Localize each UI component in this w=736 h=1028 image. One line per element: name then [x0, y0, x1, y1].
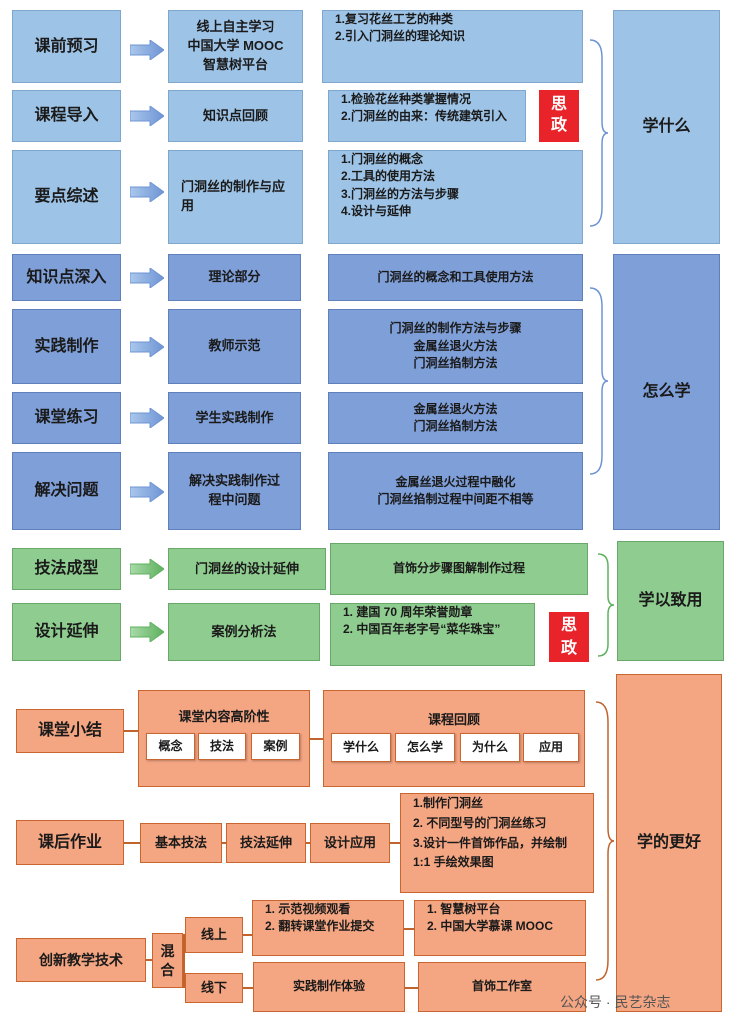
content-deepen: 门洞丝的概念和工具使用方法	[328, 254, 583, 301]
step-intro: 课程导入	[12, 90, 121, 142]
connector-line	[124, 730, 138, 732]
review-item: 怎么学	[395, 733, 455, 762]
arrow-right-icon	[130, 268, 164, 288]
arrow-right-icon	[130, 337, 164, 357]
step-deepen: 知识点深入	[12, 254, 121, 301]
offline-label: 线下	[185, 973, 243, 1003]
content-solve: 金属丝退火过程中融化 门洞丝掐制过程中间距不相等	[328, 452, 583, 530]
homework-content: 1.制作门洞丝 2. 不同型号的门洞丝练习 3.设计一件首饰作品，并绘制 1:1…	[400, 793, 594, 893]
offline-place: 首饰工作室	[418, 962, 586, 1012]
step-overview: 要点综述	[12, 150, 121, 244]
section-label-how: 怎么学	[613, 254, 720, 530]
method-extension: 案例分析法	[168, 603, 320, 661]
online-content: 1. 示范视频观看 2. 翻转课堂作业提交	[252, 900, 404, 956]
method-preview: 线上自主学习 中国大学 MOOC 智慧树平台	[168, 10, 303, 83]
summary-group-title: 课堂内容高阶性	[178, 709, 270, 724]
content-practice: 门洞丝的制作方法与步骤 金属丝退火方法 门洞丝掐制方法	[328, 309, 583, 384]
step-exercise: 课堂练习	[12, 392, 121, 444]
arrow-right-icon	[130, 106, 164, 126]
section-label-apply: 学以致用	[617, 541, 724, 661]
content-extension: 1. 建国 70 周年荣誉勋章 2. 中国百年老字号“菜华珠宝”	[330, 603, 535, 666]
summary-item: 技法	[198, 733, 246, 760]
bracket-icon	[597, 553, 615, 657]
connector-line	[310, 738, 323, 740]
connector-line	[390, 842, 400, 844]
review-item: 应用	[523, 733, 579, 762]
bracket-icon	[589, 287, 609, 475]
connector-line	[243, 987, 253, 989]
online-label: 线上	[185, 917, 243, 953]
arrow-right-icon	[130, 40, 164, 60]
connector-line	[243, 934, 252, 936]
step-extension: 设计延伸	[12, 603, 121, 661]
connector-line	[222, 842, 226, 844]
step-summary: 课堂小结	[16, 709, 124, 753]
step-practice: 实践制作	[12, 309, 121, 384]
content-intro: 1.检验花丝种类掌握情况 2.门洞丝的由来：传统建筑引入	[328, 90, 526, 142]
connector-line	[405, 987, 418, 989]
summary-item: 案例	[251, 733, 300, 760]
method-exercise: 学生实践制作	[168, 392, 301, 444]
connector-line	[306, 842, 310, 844]
review-title: 课程回顾	[427, 712, 480, 727]
homework-item: 基本技法	[140, 823, 222, 863]
method-overview: 门洞丝的制作与应 用	[168, 150, 303, 244]
arrow-right-icon	[130, 482, 164, 502]
mix-label: 混合	[152, 933, 183, 988]
arrow-right-icon	[130, 559, 164, 579]
review-item: 为什么	[460, 733, 520, 762]
method-practice: 教师示范	[168, 309, 301, 384]
content-technique: 首饰分步骤图解制作过程	[330, 543, 588, 595]
ideology-badge: 思政	[539, 90, 579, 142]
watermark: 公众号 · 民艺杂志	[560, 994, 671, 1010]
method-solve: 解决实践制作过 程中问题	[168, 452, 301, 530]
review-item: 学什么	[331, 733, 391, 762]
bracket-icon	[595, 701, 615, 981]
summary-item: 概念	[146, 733, 195, 760]
arrow-right-icon	[130, 408, 164, 428]
content-preview: 1.复习花丝工艺的种类 2.引入门洞丝的理论知识	[322, 10, 583, 83]
ideology-badge: 思政	[549, 612, 589, 662]
homework-item: 技法延伸	[226, 823, 306, 863]
connector-line	[183, 934, 185, 988]
section-label-better: 学的更好	[616, 674, 722, 1012]
method-technique: 门洞丝的设计延伸	[168, 548, 326, 590]
step-preview: 课前预习	[12, 10, 121, 83]
step-homework: 课后作业	[16, 820, 124, 865]
online-platforms: 1. 智慧树平台 2. 中国大学慕课 MOOC	[414, 900, 586, 956]
arrow-right-icon	[130, 622, 164, 642]
connector-line	[404, 928, 414, 930]
offline-content: 实践制作体验	[253, 962, 405, 1012]
connector-line	[124, 842, 140, 844]
section-label-what: 学什么	[613, 10, 720, 244]
step-innovation: 创新教学技术	[16, 938, 146, 982]
homework-item: 设计应用	[310, 823, 390, 863]
method-deepen: 理论部分	[168, 254, 301, 301]
bracket-icon	[589, 39, 609, 227]
step-technique: 技法成型	[12, 548, 121, 590]
content-overview: 1.门洞丝的概念 2.工具的使用方法 3.门洞丝的方法与步骤 4.设计与延伸	[328, 150, 583, 244]
step-solve: 解决问题	[12, 452, 121, 530]
connector-line	[146, 959, 152, 961]
content-exercise: 金属丝退火方法 门洞丝掐制方法	[328, 392, 583, 444]
method-intro: 知识点回顾	[168, 90, 303, 142]
arrow-right-icon	[130, 182, 164, 202]
